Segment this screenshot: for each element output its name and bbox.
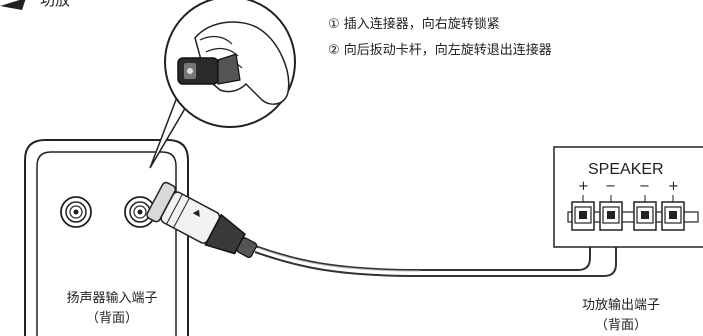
polarity-label-1: + [578,179,589,194]
polarity-label-2: − [605,179,616,194]
speaker-back-panel [24,139,189,336]
input-socket-left [60,196,92,228]
caption-speaker-input-back: （背面） [85,311,138,326]
connector-closeup-icon [177,53,241,85]
heading-arrow-icon [0,0,26,10]
speaker-cable [254,228,617,277]
terminal-strip [567,201,699,231]
speaker-box-title: SPEAKER [588,161,664,178]
polarity-label-4: + [668,179,679,194]
speakon-connector [146,181,258,259]
instruction-step-2: ② 向后扳动卡杆，向左旋转退出连接器 [328,43,552,58]
terminal-3 [633,201,657,231]
caption-amp-output-back: （背面） [594,318,647,333]
page-heading: 功放 [40,0,71,9]
polarity-label-3: − [639,179,650,194]
caption-amp-output-title: 功放输出端子 [581,298,660,313]
instruction-step-1: ① 插入连接器，向右旋转锁紧 [328,17,500,32]
polarity-ticks [582,195,674,202]
terminal-2 [599,201,623,231]
caption-speaker-input-title: 扬声器输入端子 [66,291,158,306]
terminal-4 [661,201,685,231]
terminal-1 [571,201,595,231]
